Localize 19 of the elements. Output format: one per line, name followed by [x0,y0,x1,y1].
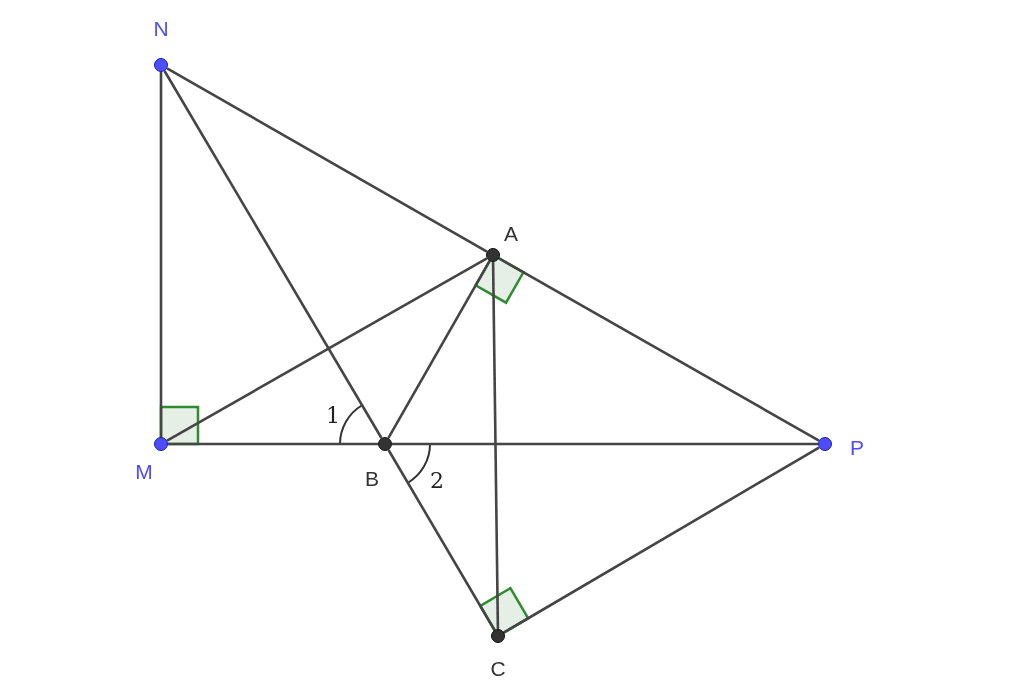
line-segment [168,442,378,446]
angle-label: 1 [326,405,340,427]
point-label: C [490,657,506,679]
line-segment [498,257,820,442]
line-segment [387,449,496,631]
line-segment [503,446,820,634]
point-label: A [504,222,518,244]
line-segment [392,442,818,446]
line-segment [387,260,491,439]
line-segment [166,67,488,253]
point-label: M [135,460,153,482]
point-label: N [153,17,169,39]
line-segment [491,262,500,629]
line-segment [159,72,163,437]
point-label: B [365,467,379,489]
line-segment [163,70,383,439]
angle-label: 2 [430,470,444,492]
point-label: P [850,436,864,458]
line-segment [166,257,488,442]
